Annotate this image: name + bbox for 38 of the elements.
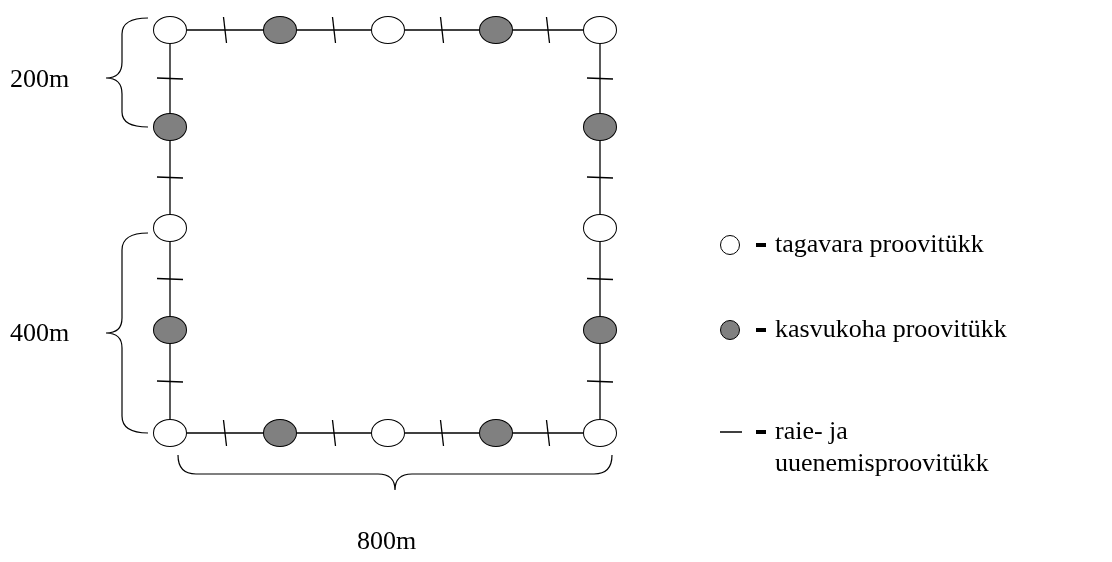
connector-line [296, 432, 372, 434]
dimension-label: 400m [10, 318, 70, 348]
connector-line [512, 29, 584, 31]
plot-circle [153, 214, 187, 242]
plot-circle [263, 16, 297, 44]
dimension-label: 800m [357, 526, 417, 556]
connector-line [296, 29, 372, 31]
legend-text: raie- ja uuenemisproovitükk [775, 415, 990, 479]
connector-line [599, 140, 601, 215]
plot-circle [153, 16, 187, 44]
legend-text: tagavara proovitükk [775, 228, 985, 260]
plot-circle [371, 419, 405, 447]
connector-line [599, 343, 601, 420]
plot-circle [371, 16, 405, 44]
plot-circle [153, 113, 187, 141]
connector-line [404, 432, 480, 434]
connector-line [169, 343, 171, 420]
plot-circle [479, 16, 513, 44]
connector-line [512, 432, 584, 434]
dimension-label: 200m [10, 64, 70, 94]
connector-line [169, 43, 171, 114]
plot-circle [583, 113, 617, 141]
connector-line [404, 29, 480, 31]
connector-line [169, 241, 171, 317]
legend-text: kasvukoha proovitükk [775, 313, 1008, 345]
plot-circle [583, 214, 617, 242]
plot-circle [263, 419, 297, 447]
plot-circle [583, 419, 617, 447]
plot-circle [583, 16, 617, 44]
plot-circle [153, 316, 187, 344]
plot-circle [583, 316, 617, 344]
connector-line [186, 29, 264, 31]
connector-line [169, 140, 171, 215]
plot-circle [479, 419, 513, 447]
connector-line [186, 432, 264, 434]
connector-line [599, 43, 601, 114]
plot-circle [153, 419, 187, 447]
connector-line [599, 241, 601, 317]
